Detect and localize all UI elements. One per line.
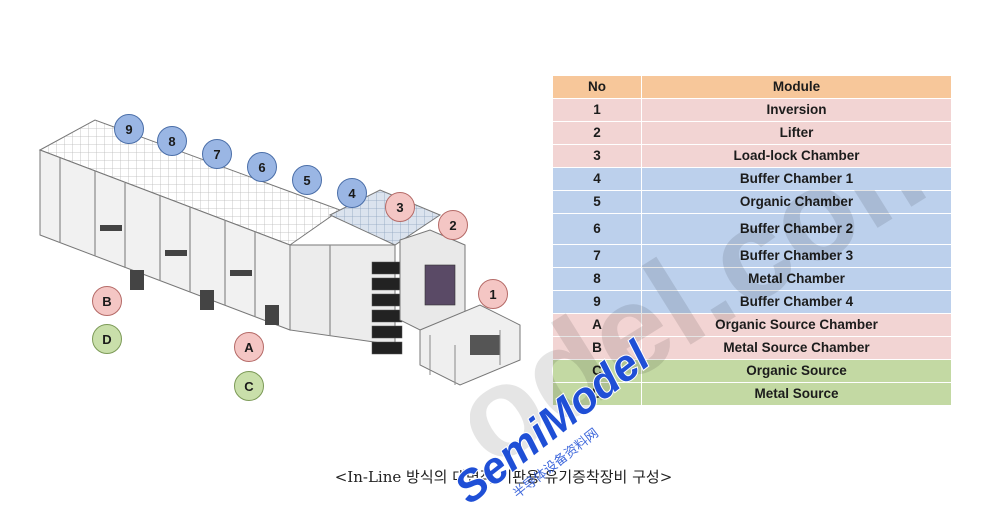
row-no: 3 (553, 144, 642, 168)
table-row: 5 Organic Chamber (553, 190, 951, 214)
table-row: A Organic Source Chamber (553, 313, 951, 337)
table-row: 3 Load-lock Chamber (553, 144, 951, 168)
column-header-module: Module (641, 76, 951, 99)
table-row: 2 Lifter (553, 121, 951, 145)
table-row: D Metal Source (553, 382, 951, 406)
badge-4: 4 (337, 178, 367, 208)
row-no: 5 (553, 190, 642, 214)
row-no: C (553, 359, 642, 383)
row-module: Organic Source Chamber (641, 313, 951, 337)
row-no: 8 (553, 267, 642, 291)
badge-c: C (234, 371, 264, 401)
row-no: 2 (553, 121, 642, 145)
row-no: 7 (553, 244, 642, 268)
row-module: Lifter (641, 121, 951, 145)
row-module: Buffer Chamber 3 (641, 244, 951, 268)
row-module: Inversion (641, 98, 951, 122)
badge-b: B (92, 286, 122, 316)
row-no: D (553, 382, 642, 406)
chamber-row (38, 119, 521, 386)
badge-d: D (92, 324, 122, 354)
table-row: 8 Metal Chamber (553, 267, 951, 291)
badge-a: A (234, 332, 264, 362)
row-module: Metal Source Chamber (641, 336, 951, 360)
row-no: 1 (553, 98, 642, 122)
column-header-no: No (553, 76, 642, 99)
badge-1: 1 (478, 279, 508, 309)
row-module: Buffer Chamber 1 (641, 167, 951, 191)
row-module: Metal Chamber (641, 267, 951, 291)
table-row: 6 Buffer Chamber 2 (553, 213, 951, 245)
badge-3: 3 (385, 192, 415, 222)
table-row: 9 Buffer Chamber 4 (553, 290, 951, 314)
inline-evaporator-drawing (38, 119, 521, 386)
table-row: 7 Buffer Chamber 3 (553, 244, 951, 268)
table-row: B Metal Source Chamber (553, 336, 951, 360)
row-no: 9 (553, 290, 642, 314)
row-module: Organic Chamber (641, 190, 951, 214)
table-row: C Organic Source (553, 359, 951, 383)
row-module: Organic Source (641, 359, 951, 383)
badge-5: 5 (292, 165, 322, 195)
badge-2: 2 (438, 210, 468, 240)
table-row: 1 Inversion (553, 98, 951, 122)
row-no: A (553, 313, 642, 337)
badge-7: 7 (202, 139, 232, 169)
equipment-diagram: 9 8 7 6 5 4 3 2 1 B D A C (0, 0, 540, 420)
row-module: Load-lock Chamber (641, 144, 951, 168)
row-module: Buffer Chamber 4 (641, 290, 951, 314)
badge-6: 6 (247, 152, 277, 182)
row-no: 6 (553, 213, 642, 245)
watermark-sub-text: 半导体设备资料网 (510, 425, 602, 502)
row-module: Metal Source (641, 382, 951, 406)
row-module: Buffer Chamber 2 (641, 213, 951, 245)
table-row: 4 Buffer Chamber 1 (553, 167, 951, 191)
figure-caption: <In-Line 방식의 대면적 기판용 유기증착장비 구성> (334, 468, 673, 486)
row-no: 4 (553, 167, 642, 191)
badge-9: 9 (114, 114, 144, 144)
row-no: B (553, 336, 642, 360)
badge-8: 8 (157, 126, 187, 156)
table-header-row: No Module (553, 76, 951, 99)
module-table: No Module 1 Inversion 2 Lifter 3 Load-lo… (553, 76, 951, 406)
